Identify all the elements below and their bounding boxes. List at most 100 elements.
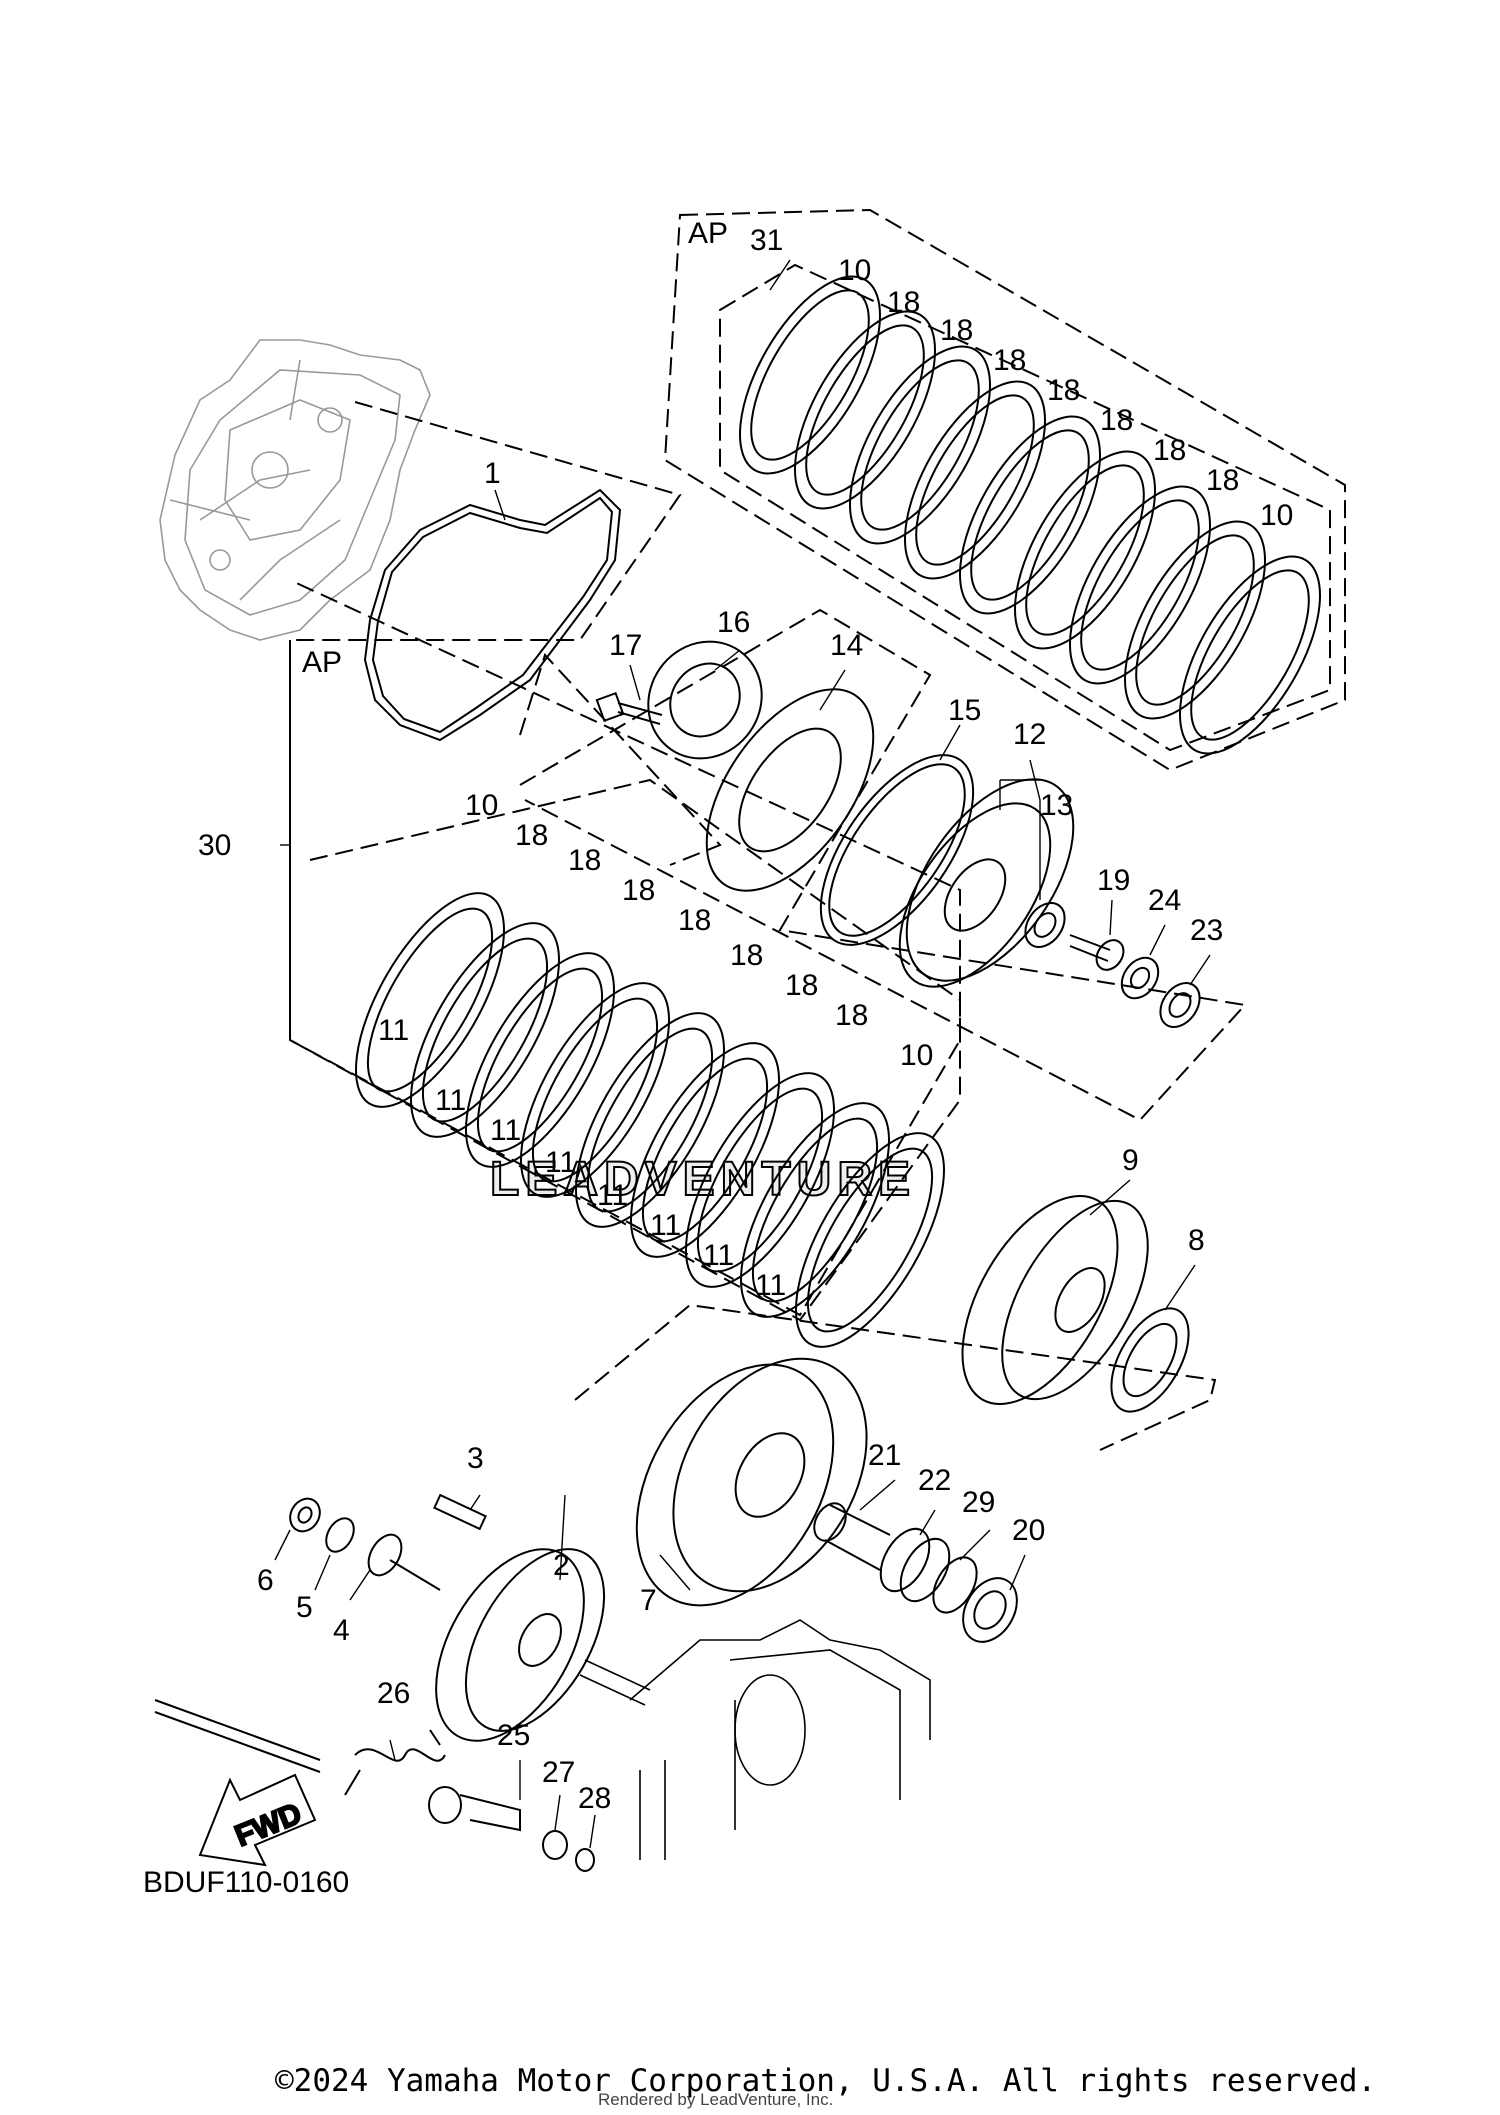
lever-part-25 (428, 1786, 521, 1832)
callout-11g: 11 (703, 1239, 734, 1272)
callout-21: 21 (868, 1439, 901, 1472)
nut-part-24 (1120, 956, 1160, 1000)
callout-18j: 18 (622, 874, 655, 907)
callout-10c: 10 (465, 789, 498, 822)
hub-box (519, 653, 722, 866)
ap-tag-upper: AP (688, 217, 728, 250)
callout-4: 4 (333, 1614, 350, 1647)
callout-18b: 18 (940, 314, 973, 347)
collar-part-4 (367, 1533, 441, 1591)
plate-part-14 (705, 688, 875, 892)
callout-16: 16 (717, 606, 750, 639)
callout-30: 30 (198, 829, 231, 862)
washer-part-27 (542, 1830, 568, 1860)
callout-23: 23 (1190, 914, 1223, 947)
callout-10a: 10 (838, 254, 871, 287)
callout-11b: 11 (435, 1084, 466, 1117)
callout-13: 13 (1040, 789, 1073, 822)
key-part-3 (433, 1493, 487, 1531)
ring-part-15 (819, 754, 975, 946)
callout-11c: 11 (490, 1114, 521, 1147)
callout-2: 2 (553, 1549, 570, 1582)
callout-1: 1 (484, 457, 501, 490)
callout-11e: 11 (597, 1179, 628, 1212)
callout-18a: 18 (887, 286, 920, 319)
callout-7: 7 (640, 1584, 657, 1617)
clutch-housing-part-7 (635, 1357, 868, 1607)
callout-6: 6 (257, 1564, 274, 1597)
callout-31: 31 (750, 224, 783, 257)
spring-part-26 (344, 1729, 446, 1796)
callout-18g: 18 (1206, 464, 1239, 497)
callout-18e: 18 (1100, 404, 1133, 437)
callout-11a: 11 (378, 1014, 409, 1047)
callout-10d: 10 (900, 1039, 933, 1072)
pressure-plate-box (519, 608, 1247, 1122)
copyright-notice: ©2024 Yamaha Motor Corporation, U.S.A. A… (275, 2063, 1377, 2099)
washer-part-5 (325, 1517, 355, 1553)
callout-18m: 18 (785, 969, 818, 1002)
clip-part-28 (575, 1848, 595, 1872)
callout-5: 5 (296, 1591, 313, 1624)
callout-18d: 18 (1047, 374, 1080, 407)
callout-19: 19 (1097, 864, 1130, 897)
plate-part-16 (647, 640, 763, 760)
washer-part-8 (1110, 1307, 1190, 1413)
clutch-pack-box (289, 640, 961, 1322)
callout-28: 28 (578, 1782, 611, 1815)
ap-kit-box-inner (719, 263, 1331, 752)
callout-11f: 11 (650, 1209, 681, 1242)
shift-shaft (154, 1699, 321, 1773)
ap-kit-box-left (289, 401, 961, 1317)
callout-14: 14 (830, 629, 863, 662)
rendered-by-notice: Rendered by LeadVenture, Inc. (598, 2090, 834, 2109)
crankshaft-and-case (579, 1619, 931, 1860)
callout-9: 9 (1122, 1144, 1139, 1177)
figure-code: BDUF110-0160 (143, 1866, 349, 1899)
bearing-part-13 (1024, 902, 1066, 948)
callout-18n: 18 (835, 999, 868, 1032)
callout-8: 8 (1188, 1224, 1205, 1257)
clutch-boss-part-9 (961, 1194, 1149, 1406)
bolt-part-19 (1069, 934, 1125, 971)
washer-part-20 (962, 1577, 1018, 1643)
bearing-part-22 (879, 1527, 951, 1603)
washer-part-23 (1159, 982, 1201, 1028)
drive-gear-part-2 (435, 1548, 606, 1742)
callout-3: 3 (467, 1442, 484, 1475)
callout-11h: 11 (755, 1269, 786, 1302)
sleeve-part-21 (813, 1502, 891, 1571)
callout-10b: 10 (1260, 499, 1293, 532)
bolt-part-17 (595, 691, 663, 725)
watermark: LEADVENTURE (490, 1153, 916, 1206)
fwd-label: FWD (230, 1797, 306, 1853)
callout-27: 27 (542, 1756, 575, 1789)
crankcase-cover-outline (159, 339, 431, 641)
callout-18h: 18 (515, 819, 548, 852)
callout-15: 15 (948, 694, 981, 727)
clutch-plate-stack (355, 892, 945, 1348)
leader-lines (274, 259, 1211, 1849)
callout-18c: 18 (993, 344, 1026, 377)
callout-labels: 1 2 3 4 5 6 7 8 9 10 10 10 10 11 11 11 1… (198, 224, 1293, 1815)
nut-part-6 (289, 1497, 321, 1533)
callout-17: 17 (609, 629, 642, 662)
ap-tag-left: AP (302, 646, 342, 679)
boss-box (574, 1303, 1217, 1451)
callout-20: 20 (1012, 1514, 1045, 1547)
callout-24: 24 (1148, 884, 1181, 917)
callout-18k: 18 (678, 904, 711, 937)
gasket-part-1 (363, 488, 622, 742)
callout-22: 22 (918, 1464, 951, 1497)
callout-18i: 18 (568, 844, 601, 877)
ap-kit-box-outer (663, 208, 1346, 772)
callout-11d: 11 (545, 1146, 576, 1179)
ring-part-29 (932, 1556, 978, 1614)
callout-25: 25 (497, 1719, 530, 1752)
callout-12: 12 (1013, 718, 1046, 751)
callout-29: 29 (962, 1486, 995, 1519)
fwd-arrow-icon (198, 1773, 317, 1867)
callout-26: 26 (377, 1677, 410, 1710)
callout-18l: 18 (730, 939, 763, 972)
